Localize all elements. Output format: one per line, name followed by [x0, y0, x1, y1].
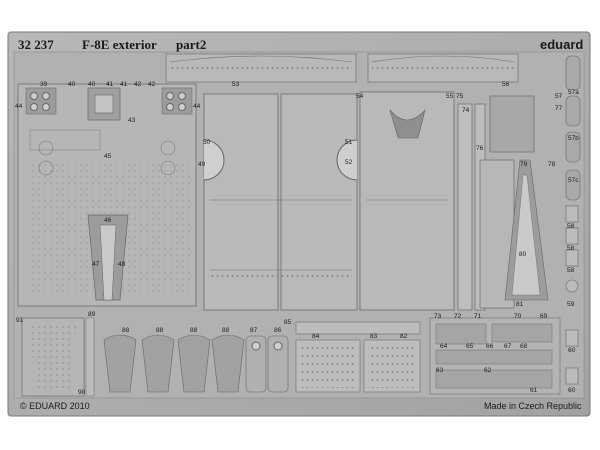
- svg-text:55: 55: [446, 93, 454, 100]
- set-subtitle: part2: [176, 37, 207, 52]
- set-title: F-8E exterior: [82, 37, 157, 52]
- svg-text:54: 54: [356, 93, 364, 100]
- svg-text:57a: 57a: [568, 89, 579, 96]
- svg-text:84: 84: [312, 333, 320, 340]
- svg-text:51: 51: [345, 139, 353, 146]
- svg-text:75: 75: [456, 93, 464, 100]
- svg-text:90: 90: [78, 389, 86, 396]
- svg-text:43: 43: [128, 117, 136, 124]
- svg-text:40: 40: [88, 81, 96, 88]
- part-panel-right: [280, 93, 358, 311]
- svg-text:60: 60: [568, 387, 576, 394]
- svg-text:82: 82: [400, 333, 408, 340]
- svg-text:83: 83: [370, 333, 378, 340]
- svg-text:63: 63: [436, 367, 444, 374]
- svg-text:57c: 57c: [568, 177, 579, 184]
- svg-text:81: 81: [516, 301, 524, 308]
- svg-text:53: 53: [232, 81, 240, 88]
- svg-text:50: 50: [203, 139, 211, 146]
- svg-text:74: 74: [462, 107, 470, 114]
- svg-text:58: 58: [567, 223, 575, 230]
- svg-text:57: 57: [555, 93, 563, 100]
- part-panel-left: [203, 93, 279, 311]
- svg-text:42: 42: [134, 81, 142, 88]
- svg-text:77: 77: [555, 105, 563, 112]
- svg-text:60: 60: [568, 347, 576, 354]
- svg-text:45: 45: [104, 153, 112, 160]
- svg-text:44: 44: [15, 103, 23, 110]
- svg-text:70: 70: [514, 313, 522, 320]
- svg-text:88: 88: [190, 327, 198, 334]
- svg-text:66: 66: [486, 343, 494, 350]
- svg-text:41: 41: [120, 81, 128, 88]
- origin: Made in Czech Republic: [484, 401, 582, 411]
- svg-text:80: 80: [519, 251, 527, 258]
- set-code: 32 237: [18, 37, 54, 52]
- svg-text:58: 58: [567, 267, 575, 274]
- svg-text:65: 65: [466, 343, 474, 350]
- svg-text:61: 61: [530, 387, 538, 394]
- svg-text:76: 76: [476, 145, 484, 152]
- svg-text:46: 46: [104, 217, 112, 224]
- svg-text:88: 88: [156, 327, 164, 334]
- part-75: [489, 95, 535, 153]
- svg-text:59: 59: [567, 301, 575, 308]
- svg-text:58: 58: [567, 245, 575, 252]
- svg-text:72: 72: [454, 313, 462, 320]
- svg-text:73: 73: [434, 313, 442, 320]
- svg-text:87: 87: [250, 327, 258, 334]
- svg-text:91: 91: [16, 317, 24, 324]
- svg-text:69: 69: [540, 313, 548, 320]
- svg-text:48: 48: [118, 261, 126, 268]
- part-number-labels: 39 40 40 41 41 42 42 43 44 44 45 46 47 4…: [15, 81, 579, 396]
- svg-text:71: 71: [474, 313, 482, 320]
- svg-text:42: 42: [148, 81, 156, 88]
- svg-text:86: 86: [274, 327, 282, 334]
- svg-text:57b: 57b: [568, 135, 579, 142]
- svg-text:88: 88: [222, 327, 230, 334]
- svg-text:88: 88: [122, 327, 130, 334]
- svg-text:40: 40: [68, 81, 76, 88]
- svg-text:64: 64: [440, 343, 448, 350]
- svg-text:44: 44: [193, 103, 201, 110]
- svg-text:67: 67: [504, 343, 512, 350]
- svg-text:56: 56: [502, 81, 510, 88]
- svg-text:68: 68: [520, 343, 528, 350]
- svg-text:62: 62: [484, 367, 492, 374]
- svg-text:85: 85: [284, 319, 292, 326]
- brand-logo: eduard: [540, 37, 584, 52]
- svg-text:49: 49: [198, 161, 206, 168]
- svg-text:89: 89: [88, 311, 96, 318]
- svg-text:47: 47: [92, 261, 100, 268]
- svg-text:78: 78: [548, 161, 556, 168]
- svg-text:79: 79: [520, 161, 528, 168]
- svg-text:52: 52: [345, 159, 353, 166]
- copyright: © EDUARD 2010: [20, 401, 90, 411]
- svg-text:41: 41: [106, 81, 114, 88]
- svg-text:39: 39: [40, 81, 48, 88]
